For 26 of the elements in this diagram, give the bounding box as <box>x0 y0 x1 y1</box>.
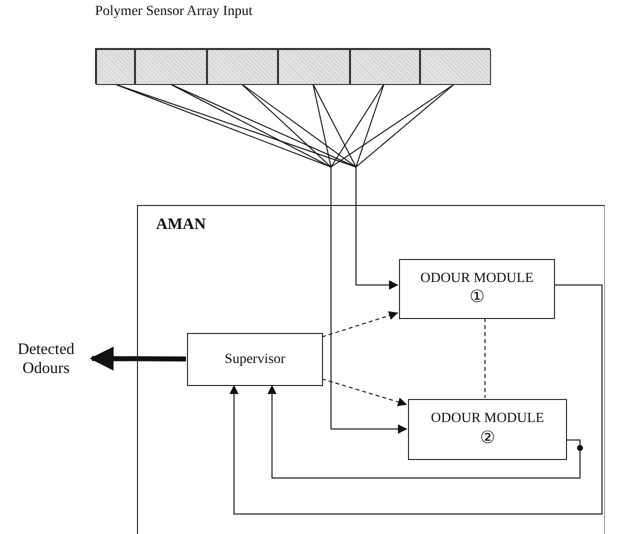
dashed-arrow <box>322 311 398 338</box>
box-label: ODOUR MODULE <box>430 411 544 427</box>
box-label: Supervisor <box>224 352 286 368</box>
module-box <box>408 399 567 460</box>
arrow <box>356 84 455 290</box>
dashed-arrow <box>322 378 408 406</box>
output-arrow <box>90 346 186 371</box>
arrow <box>230 284 602 514</box>
sensor-cell <box>207 49 278 85</box>
sensor-cell <box>420 49 491 85</box>
arrow <box>330 84 455 434</box>
array-heading: Polymer Sensor Array Input <box>95 4 252 20</box>
connector-line <box>484 318 486 398</box>
box-label: ODOUR MODULE <box>420 270 534 286</box>
index-number: ① <box>470 288 484 308</box>
arrow <box>268 384 580 478</box>
system-container <box>137 205 605 534</box>
sensor-cell <box>135 49 207 85</box>
container-title: AMAN <box>156 216 206 234</box>
process-box <box>187 333 323 386</box>
output-label: Detected Odours <box>16 340 76 378</box>
module-box <box>399 259 555 319</box>
sensor-cell <box>278 49 350 85</box>
sensor-cell <box>350 49 420 85</box>
sensor-cell <box>96 49 135 85</box>
index-number: ② <box>480 428 495 448</box>
